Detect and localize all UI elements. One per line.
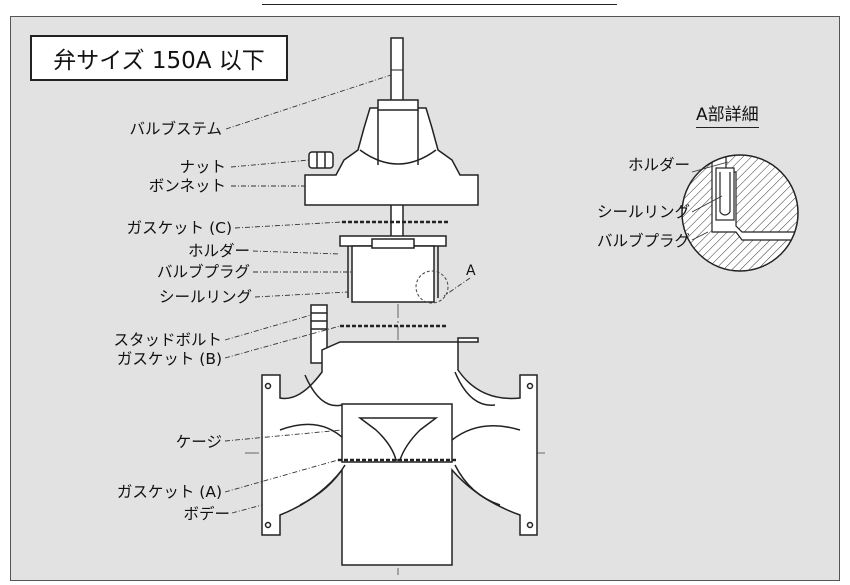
label-detail-marker: A [466,263,476,279]
top-rule [262,4,617,5]
label-holder: ホルダー [187,242,250,260]
label-gasket-b: ガスケット (B) [116,350,222,368]
label-valve-stem: バルブステム [129,120,222,138]
label-stud-bolt: スタッドボルト [113,331,222,349]
label-valve-plug: バルブプラグ [156,263,250,281]
cage-part [341,403,453,463]
detail-label-seal-ring: シールリング [596,203,690,221]
label-cage: ケージ [175,433,222,451]
detail-title: A部詳細 [696,100,759,128]
leader-lines [224,74,471,514]
detail-a-marker [415,270,449,304]
label-body: ボデー [183,505,230,523]
page-title: 弁サイズ 150A 以下 [30,35,288,81]
stud-bolt-part [310,304,328,364]
label-gasket-c: ガスケット (C) [126,219,232,237]
label-nut: ナット [179,158,226,176]
detail-a-drawing [681,154,799,272]
detail-label-holder: ホルダー [627,156,690,174]
nut-part [308,151,334,169]
valve-plug-part [351,238,435,303]
label-bonnet: ボンネット [148,177,226,195]
label-gasket-a: ガスケット (A) [116,483,222,501]
bonnet-part [304,99,479,206]
label-seal-ring: シールリング [158,288,252,306]
detail-label-valve-plug: バルブプラグ [596,232,690,250]
